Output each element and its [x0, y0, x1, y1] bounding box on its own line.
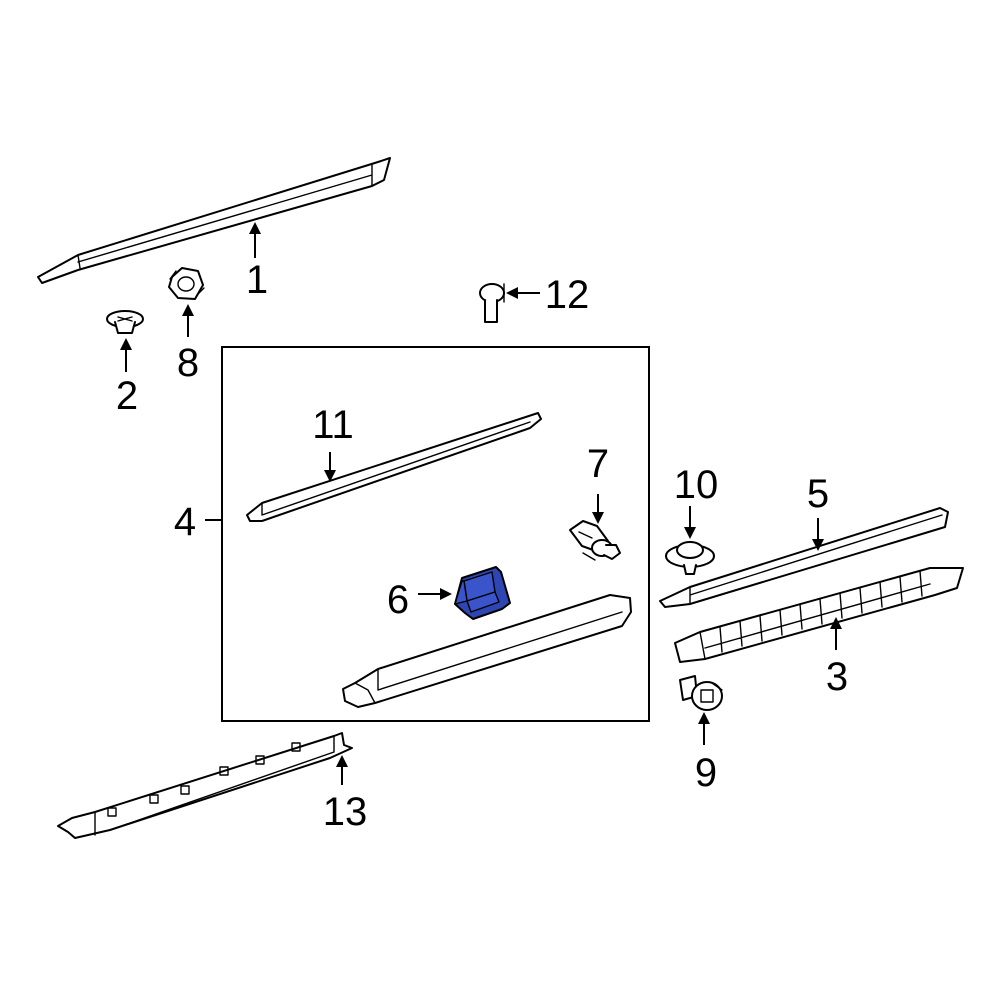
- part-5-rocker-strip: [659, 507, 949, 608]
- part-6-bracket-highlighted[interactable]: [454, 566, 511, 620]
- callout-10: 10: [674, 463, 719, 507]
- arrowhead-2: [120, 338, 132, 350]
- callout-6: 6: [387, 578, 409, 622]
- part-13-sill-panel: [57, 732, 353, 839]
- arrowhead-13: [336, 755, 348, 767]
- arrowhead-3: [830, 617, 842, 629]
- part-1-rocker-molding: [37, 157, 391, 284]
- callout-8: 8: [177, 341, 199, 385]
- arrowhead-12: [506, 287, 518, 299]
- callout-5: 5: [807, 472, 829, 516]
- lower-garnish-panel: [342, 594, 632, 708]
- callout-11: 11: [312, 403, 354, 447]
- callout-2: 2: [116, 374, 138, 418]
- part-9-bolt: [679, 675, 723, 711]
- part-12-bolt: [479, 283, 505, 323]
- callout-13: 13: [323, 790, 368, 834]
- arrowhead-7: [592, 512, 604, 524]
- callout-4: 4: [174, 500, 196, 544]
- part-10-grommet: [665, 541, 715, 575]
- arrowhead-6: [440, 588, 452, 600]
- arrowhead-11: [324, 470, 336, 482]
- part-3-reinforcement: [674, 567, 964, 663]
- assembly-group-box: [221, 346, 650, 722]
- arrowhead-8: [182, 304, 194, 316]
- callout-3: 3: [826, 655, 848, 699]
- part-7-push-pin: [569, 520, 621, 561]
- callout-9: 9: [695, 751, 717, 795]
- arrowhead-5: [812, 539, 824, 551]
- callout-1: 1: [246, 258, 268, 302]
- arrowhead-1: [249, 222, 261, 234]
- callout-12: 12: [545, 273, 590, 317]
- part-2-clip: [106, 310, 144, 334]
- callout-7: 7: [587, 442, 609, 486]
- arrowhead-10: [684, 527, 696, 539]
- arrowhead-9: [698, 712, 710, 724]
- part-8-nut: [168, 267, 205, 300]
- part-11-molding-strip: [246, 412, 542, 522]
